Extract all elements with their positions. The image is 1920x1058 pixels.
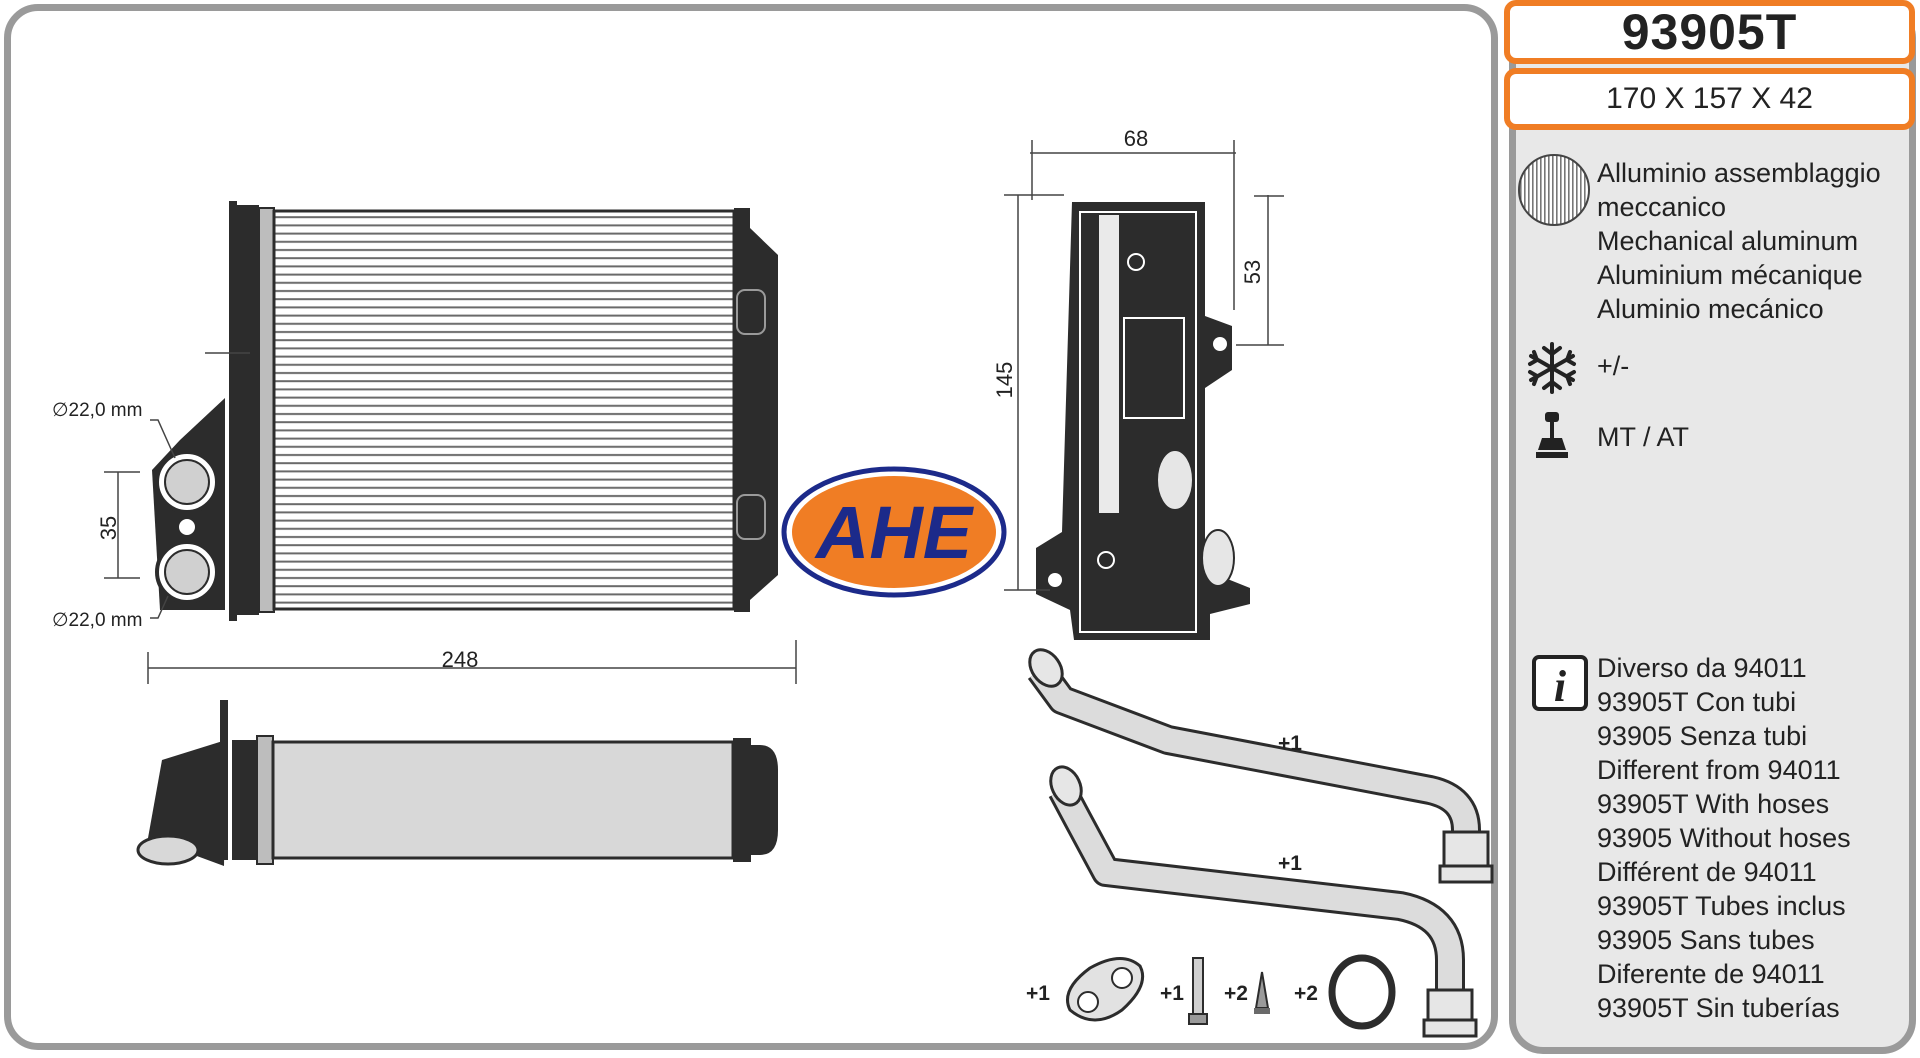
- screw-icon: [1254, 971, 1270, 1014]
- dimension-lines-front: [104, 419, 797, 684]
- note-line: 93905T Sin tuberías: [1597, 993, 1840, 1023]
- aluminum-core-icon: [1518, 154, 1590, 226]
- o-ring-qty: +2: [1294, 982, 1318, 1005]
- transmission-label: MT / AT: [1597, 422, 1690, 452]
- logo-text: AHE: [814, 491, 975, 574]
- product-dimensions: 170 X 157 X 42: [1606, 82, 1813, 115]
- gear-stick-icon: [1536, 412, 1568, 458]
- note-line: 93905 Sans tubes: [1597, 925, 1815, 955]
- gasket-plate-icon: [1066, 957, 1145, 1022]
- technical-drawing: 248 35 ∅22,0 mm ∅22,0 mm AHE: [52, 126, 1494, 1038]
- material-line: Aluminio mecánico: [1597, 294, 1824, 324]
- pipe-diameter-bottom-label: ∅22,0 mm: [52, 610, 142, 631]
- side-offset-label: 53: [1240, 260, 1265, 284]
- note-line: 93905T Tubes inclus: [1597, 891, 1846, 921]
- hose-1: [1027, 648, 1494, 884]
- notes-text: Diverso da 94011 93905T Con tubi 93905 S…: [1597, 651, 1851, 1025]
- material-line: meccanico: [1597, 192, 1727, 222]
- note-line: Diferente de 94011: [1597, 959, 1825, 989]
- climate-label: +/-: [1597, 351, 1630, 381]
- hose-1-qty: +1: [1278, 732, 1302, 755]
- radiator-bottom-view: [136, 700, 778, 866]
- material-text: Alluminio assemblaggio meccanico Mechani…: [1597, 156, 1881, 326]
- screw-qty: +2: [1224, 982, 1248, 1005]
- accessories: +1 +1 +2 +2: [1026, 954, 1396, 1030]
- pipe-spacing-label: 35: [96, 516, 121, 540]
- product-code: 93905T: [1621, 4, 1798, 60]
- radiator-side-view: [1036, 202, 1250, 640]
- pipe-diameter-top-label: ∅22,0 mm: [52, 400, 142, 421]
- snowflake-icon: [1528, 342, 1576, 394]
- bolt-icon: [1188, 957, 1208, 1025]
- o-ring-icon: [1328, 954, 1396, 1030]
- ahe-logo: AHE: [781, 466, 1007, 598]
- hose-2: [1048, 765, 1478, 1038]
- product-code-box: 93905T: [1504, 0, 1915, 64]
- svg-text:i: i: [1554, 662, 1567, 711]
- note-line: 93905 Without hoses: [1597, 823, 1851, 853]
- radiator-front-view: [152, 201, 778, 621]
- material-line: Aluminium mécanique: [1597, 260, 1863, 290]
- material-line: Mechanical aluminum: [1597, 226, 1859, 256]
- note-line: 93905T Con tubi: [1597, 687, 1797, 717]
- info-icon: i: [1532, 655, 1588, 711]
- core-width-label: 248: [442, 647, 479, 672]
- side-width-label: 68: [1124, 126, 1148, 151]
- note-line: Different from 94011: [1597, 755, 1841, 785]
- hose-2-qty: +1: [1278, 852, 1302, 875]
- gasket-qty: +1: [1026, 982, 1050, 1005]
- note-line: 93905 Senza tubi: [1597, 721, 1808, 751]
- product-dimensions-box: 170 X 157 X 42: [1504, 68, 1915, 130]
- material-line: Alluminio assemblaggio: [1597, 158, 1881, 188]
- side-height-label: 145: [992, 362, 1017, 399]
- note-line: Diverso da 94011: [1597, 653, 1807, 683]
- dimension-lines-side: [1004, 140, 1284, 591]
- note-line: Différent de 94011: [1597, 857, 1817, 887]
- note-line: 93905T With hoses: [1597, 789, 1830, 819]
- bolt-qty: +1: [1160, 982, 1184, 1005]
